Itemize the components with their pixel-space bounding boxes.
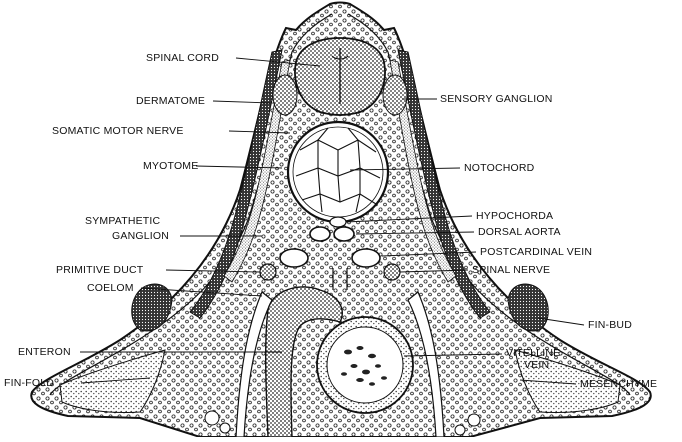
postcardinal-vein-left bbox=[280, 249, 308, 267]
label-postcardinal-vein: POSTCARDINAL VEIN bbox=[480, 246, 592, 258]
label-mesenchyme: MESENCHYME bbox=[580, 378, 657, 390]
label-myotome: MYOTOME bbox=[143, 160, 198, 172]
label-coelom: COELOM bbox=[87, 282, 134, 294]
label-vitelline-vein-2: VEIN bbox=[524, 359, 549, 371]
hypochorda bbox=[330, 217, 346, 227]
primitive-duct-left bbox=[260, 264, 276, 280]
label-spinal-cord: SPINAL CORD bbox=[146, 52, 219, 64]
label-dermatome: DERMATOME bbox=[136, 95, 205, 107]
dorsal-aorta-left bbox=[310, 227, 330, 241]
sensory-ganglion-right bbox=[383, 75, 407, 115]
label-hypochorda: HYPOCHORDA bbox=[476, 210, 553, 222]
label-sympathetic-ganglion-1: SYMPATHETIC bbox=[85, 215, 160, 227]
label-spinal-nerve: SPINAL NERVE bbox=[472, 264, 550, 276]
postcardinal-vein-right bbox=[352, 249, 380, 267]
label-primitive-duct: PRIMITIVE DUCT bbox=[56, 264, 143, 276]
label-sensory-ganglion: SENSORY GANGLION bbox=[440, 93, 553, 105]
label-fin-bud: FIN-BUD bbox=[588, 319, 632, 331]
label-vitelline-vein-1: VITELLINE bbox=[506, 347, 560, 359]
label-somatic-motor-nerve: SOMATIC MOTOR NERVE bbox=[52, 125, 184, 137]
label-enteron: ENTERON bbox=[18, 346, 71, 358]
label-notochord: NOTOCHORD bbox=[464, 162, 534, 174]
sensory-ganglion-left bbox=[273, 75, 297, 115]
dorsal-aorta-right bbox=[334, 227, 354, 241]
label-sympathetic-ganglion-2: GANGLION bbox=[112, 230, 169, 242]
primitive-duct-right bbox=[384, 264, 400, 280]
label-dorsal-aorta: DORSAL AORTA bbox=[478, 226, 561, 238]
label-fin-fold: FIN-FOLD bbox=[4, 377, 54, 389]
